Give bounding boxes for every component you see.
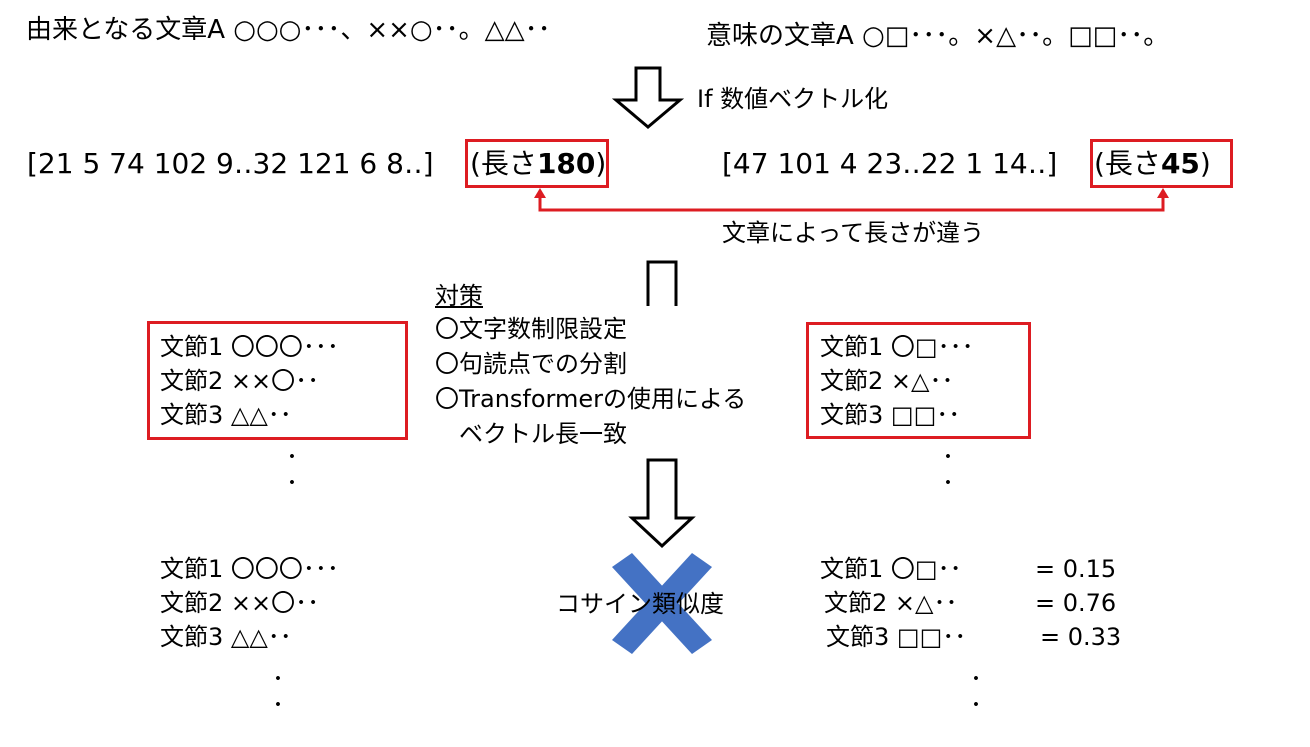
vectorize-down-arrow [611,66,685,129]
bottom-left-clause: 文節1 〇〇〇･･･ [160,555,339,583]
length-arrowhead-left [534,188,546,198]
left-clause: 文節1 〇〇〇･･･ [160,333,339,361]
bottom-right-clause: 文節1 〇□･･ [820,555,962,583]
countermeasure-item: 〇Transformerの使用による [435,385,747,413]
length-difference-note: 文章によって長さが違う [722,219,985,247]
right-clause: 文節1 〇□･･･ [820,333,974,361]
bottom-right-continuation-dot: ･ [970,665,982,693]
countermeasure-item: ベクトル長一致 [435,420,627,448]
similarity-score: = 0.33 [1040,623,1122,651]
similarity-score: = 0.76 [1035,589,1117,617]
countermeasure-heading: 対策 [435,282,483,310]
bottom-left-clause: 文節2 ××〇･･ [160,589,320,617]
bottom-left-continuation-dot: ･ [272,665,284,693]
bottom-right-continuation-dot: ･ [970,691,982,719]
countermeasure-arrow-shaft [646,260,678,306]
right-length-box [1090,139,1233,188]
right-length: (長さ45) [1094,147,1211,180]
vectorize-label: If 数値ベクトル化 [697,85,889,113]
right-vector: [47 101 4 23‥22 1 14‥] [722,147,1058,180]
split-down-arrow [628,458,696,549]
left-clause: 文節2 ××〇･･ [160,367,320,395]
length-arrowhead-right [1157,188,1169,198]
length-compare-connector [538,194,1165,212]
left-length: (長さ180) [470,147,607,180]
right-clause: 文節3 □□･･ [820,401,961,429]
left-clause-box [147,321,408,440]
right-clause-box [806,322,1031,439]
left-length-box [465,139,609,188]
source-sentence-a: 由来となる文章A ○○○･･･、××○･･。△△･･ [26,15,551,45]
right-continuation-dot: ･ [942,443,954,471]
bottom-left-continuation-dot: ･ [272,691,284,719]
countermeasure-item: 〇句読点での分割 [435,350,627,378]
left-continuation-dot: ･ [286,443,298,471]
bottom-left-clause: 文節3 △△･･ [160,623,292,651]
left-continuation-dot: ･ [286,469,298,497]
left-clause: 文節3 △△･･ [160,401,292,429]
bottom-right-clause: 文節3 □□･･ [826,623,967,651]
cosine-similarity-label: コサイン類似度 [556,590,724,618]
bottom-right-clause: 文節2 ×△･･ [824,589,958,617]
right-clause: 文節2 ×△･･ [820,367,954,395]
countermeasure-item: 〇文字数制限設定 [435,315,627,343]
meaning-sentence-a: 意味の文章A ○□･･･。×△･･。□□･･。 [706,21,1170,51]
similarity-score: = 0.15 [1035,555,1117,583]
right-continuation-dot: ･ [942,469,954,497]
left-vector: [21 5 74 102 9‥32 121 6 8‥] [27,147,434,180]
